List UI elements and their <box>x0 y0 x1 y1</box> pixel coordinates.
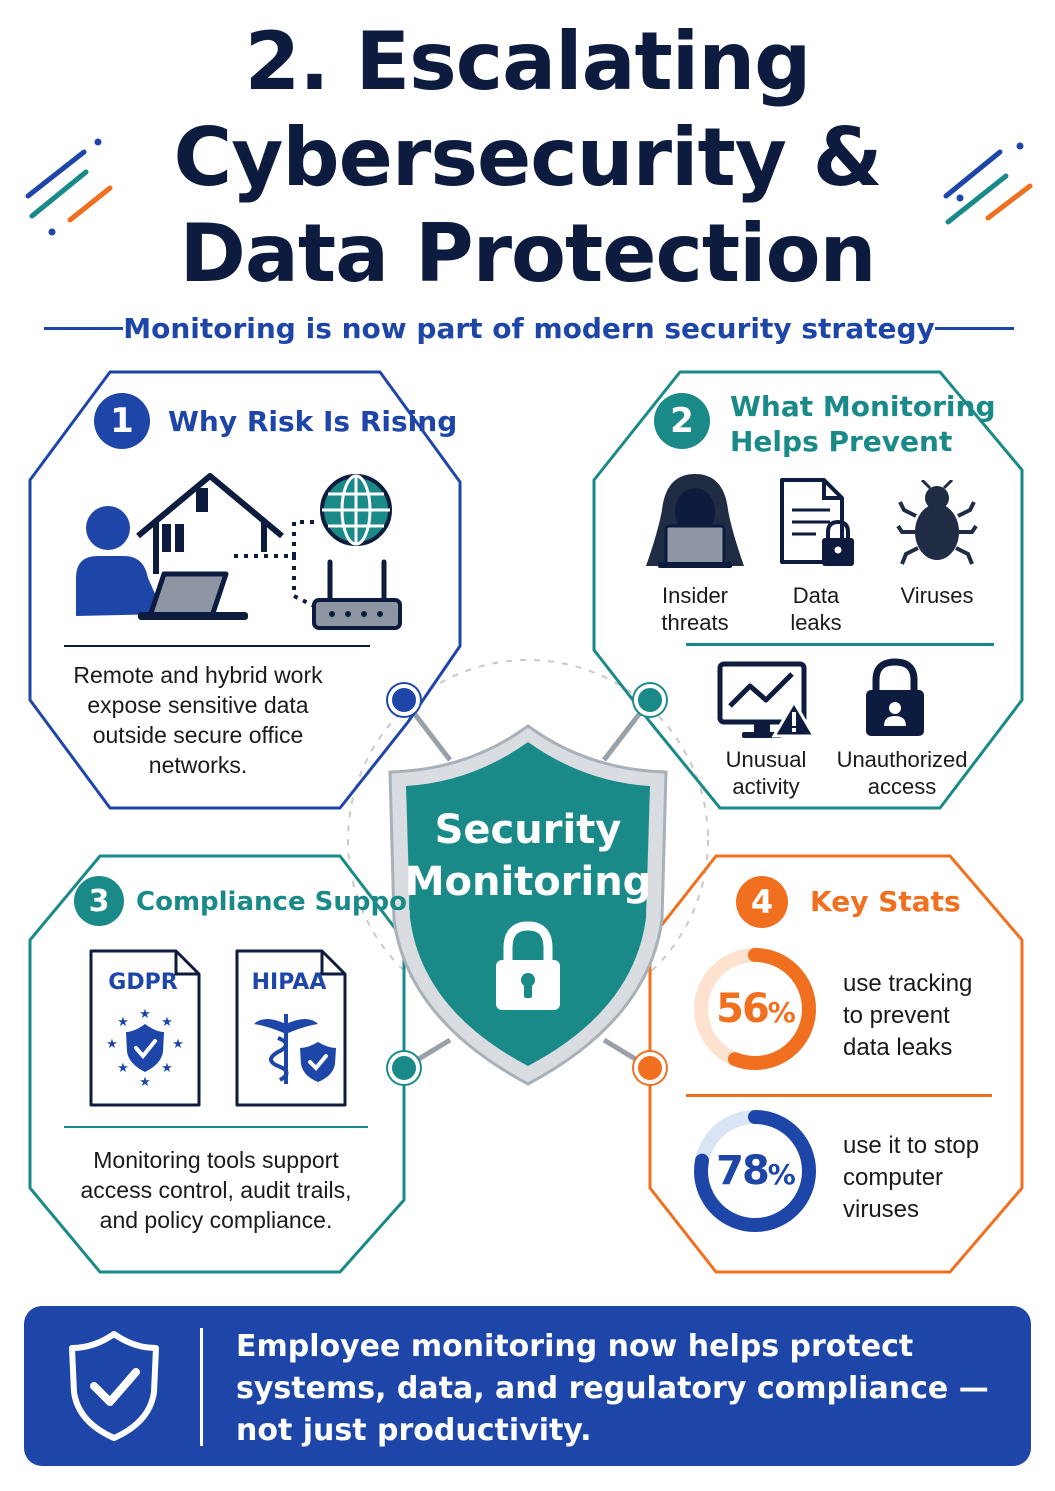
footer-text: Employee monitoring now helps protect sy… <box>236 1329 989 1448</box>
globe-icon <box>320 474 392 546</box>
svg-text:★: ★ <box>106 1037 118 1052</box>
router-icon <box>312 559 402 630</box>
stat-2-line-1: use it to stop <box>843 1132 980 1159</box>
card-2-frame <box>592 370 1024 810</box>
subtitle-rule-right <box>934 326 1014 330</box>
label-unauthorized-access: Unauthorized access <box>827 746 977 800</box>
label-unusual-line-1: Unusual <box>725 747 807 772</box>
stat-1-number: 56 <box>716 986 770 1032</box>
svg-text:★: ★ <box>139 1075 151 1090</box>
stat-1-line-2: to prevent <box>843 1002 950 1029</box>
label-viruses: Viruses <box>872 582 1002 609</box>
connector-dot-1 <box>388 684 420 716</box>
lock-icon <box>496 921 560 1010</box>
title-line-2: Cybersecurity & <box>173 111 883 204</box>
stat-ring-fill <box>694 948 816 1070</box>
label-leaks-line-2: leaks <box>790 610 842 635</box>
card-1-heading: Why Risk Is Rising <box>168 405 458 438</box>
svg-text:★: ★ <box>172 1037 184 1052</box>
stat-ring-fill <box>694 1110 816 1232</box>
shield-title-line-1: Security <box>434 807 622 853</box>
footer-banner: Employee monitoring now helps protect sy… <box>24 1306 1031 1466</box>
subtitle-row: Monitoring is now part of modern securit… <box>44 306 1014 350</box>
connector-dot-3 <box>388 1052 420 1084</box>
hipaa-document: HIPAA <box>234 948 348 1108</box>
stat-1-unit: % <box>767 996 796 1029</box>
security-monitoring-shield: Security Monitoring <box>378 720 678 1090</box>
laptop-icon <box>138 571 248 620</box>
gdpr-document: GDPR ★ ★ ★ ★ ★ ★ ★ ★ <box>88 948 202 1108</box>
bug-icon <box>896 480 978 565</box>
card-4-divider <box>686 1094 992 1097</box>
card-2-number: 2 <box>654 393 710 449</box>
stat-ring-56 <box>694 948 816 1070</box>
label-unusual-activity: Unusual activity <box>701 746 831 800</box>
svg-text:★: ★ <box>139 1007 151 1022</box>
stat-ring-78 <box>694 1110 816 1232</box>
stat-1-line-3: data leaks <box>843 1034 953 1061</box>
card-1-frame <box>28 370 462 810</box>
card-3-number: 3 <box>74 876 124 926</box>
stat-1-label: use tracking to prevent data leaks <box>843 968 1013 1064</box>
stat-2-line-2: computer <box>843 1164 944 1191</box>
stat-1-line-1: use tracking <box>843 970 973 997</box>
label-unauth-line-1: Unauthorized <box>836 747 968 772</box>
eu-shield-icon: ★ ★ ★ ★ ★ ★ ★ ★ <box>106 1007 184 1090</box>
shield-title-line-2: Monitoring <box>404 859 652 905</box>
gdpr-label: GDPR <box>108 970 178 995</box>
label-leaks-line-1: Data <box>792 583 840 608</box>
card-2-heading-line-2: Helps Prevent <box>730 425 953 458</box>
home-icon <box>136 473 284 574</box>
label-insider-line-1: Insider <box>661 583 729 608</box>
label-data-leaks: Data leaks <box>751 582 881 636</box>
svg-text:★: ★ <box>117 1015 129 1030</box>
stat-2-value: 78% <box>695 1148 815 1194</box>
label-unauth-line-2: access <box>867 774 937 799</box>
card-4-frame <box>648 854 1024 1274</box>
card-4-number: 4 <box>736 876 788 928</box>
subtitle-rule-left <box>44 326 124 330</box>
label-unusual-line-2: activity <box>732 774 800 799</box>
svg-text:★: ★ <box>161 1015 173 1030</box>
card-1-number: 1 <box>94 393 150 449</box>
title-line-1: 2. Escalating <box>244 15 812 108</box>
stat-2-number: 78 <box>716 1148 770 1194</box>
connector-dot-4 <box>634 1052 666 1084</box>
subtitle: Monitoring is now part of modern securit… <box>123 311 935 345</box>
page-title: 2. Escalating Cybersecurity & Data Prote… <box>0 14 1055 302</box>
label-viruses-line-1: Viruses <box>900 583 974 608</box>
label-insider-line-2: threats <box>661 610 729 635</box>
remote-worker-icon <box>76 506 164 616</box>
hooded-hacker-icon <box>646 474 744 568</box>
right-accent-lines <box>943 142 1033 225</box>
remote-work-illustration <box>76 473 402 630</box>
stat-2-line-3: viruses <box>843 1196 920 1223</box>
card-2-divider <box>686 643 994 646</box>
svg-text:★: ★ <box>117 1061 129 1076</box>
monitor-warning-icon <box>717 661 817 738</box>
padlock-user-icon <box>866 658 924 736</box>
card-3-frame <box>28 854 406 1274</box>
card-3-heading: Compliance Support <box>136 887 433 917</box>
hipaa-label: HIPAA <box>251 970 327 995</box>
left-accent-lines <box>25 138 113 236</box>
shield-check-icon <box>69 1331 159 1441</box>
card-4-heading: Key Stats <box>810 885 961 918</box>
stat-2-label: use it to stop computer viruses <box>843 1130 1013 1226</box>
card-3-divider <box>64 1126 368 1128</box>
locked-document-icon <box>780 478 854 566</box>
stat-2-unit: % <box>767 1158 796 1191</box>
card-1-divider <box>64 645 370 647</box>
connector-dot-2 <box>634 684 666 716</box>
stat-1-value: 56% <box>695 986 815 1032</box>
svg-text:★: ★ <box>161 1061 173 1076</box>
card-1-body: Remote and hybrid work expose sensitive … <box>73 662 323 778</box>
card-2-heading-line-1: What Monitoring <box>730 390 996 423</box>
card-3-body: Monitoring tools support access control,… <box>80 1147 352 1233</box>
title-line-3: Data Protection <box>179 207 876 300</box>
label-insider-threats: Insider threats <box>630 582 760 636</box>
footer-divider <box>200 1328 203 1446</box>
caduceus-shield-icon <box>254 1014 336 1084</box>
shield-icon <box>388 724 668 1086</box>
